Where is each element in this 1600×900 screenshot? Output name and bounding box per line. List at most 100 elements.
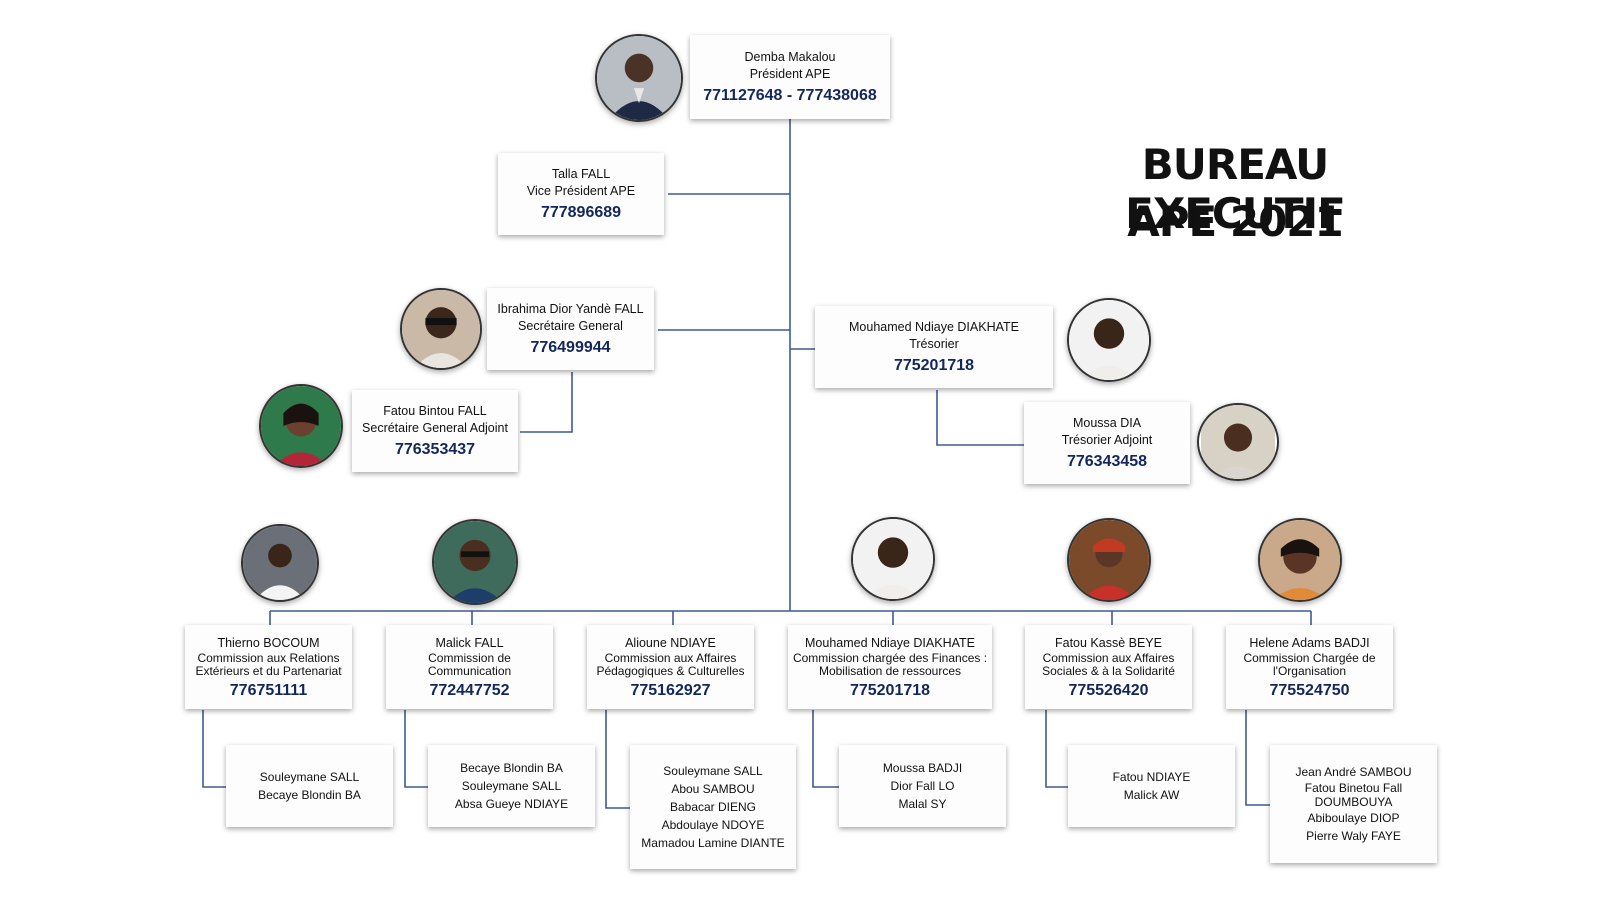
- members-connector-2: [404, 710, 430, 788]
- commission-6-members: Jean André SAMBOU Fatou Binetou Fall DOU…: [1270, 745, 1437, 863]
- member-name: Souleymane SALL: [259, 770, 360, 784]
- chart-title-line-1: BUREAU EXECUTIF: [1125, 140, 1346, 238]
- deputy-secretary-phone: 776353437: [394, 441, 476, 458]
- member-name: Souleymane SALL: [461, 779, 562, 793]
- commission-5-members: Fatou NDIAYE Malick AW: [1068, 745, 1235, 827]
- commission-4-title-line2: Mobilisation de ressources: [818, 663, 962, 678]
- secretary-general-role: Secrétaire General: [518, 319, 623, 333]
- member-name: Malick AW: [1123, 788, 1180, 802]
- president-card: Demba Makalou Président APE 771127648 - …: [690, 35, 890, 119]
- president-role: Président APE: [749, 67, 831, 81]
- deputy-treasurer-role: Trésorier Adjoint: [1061, 433, 1153, 447]
- members-connector-1: [202, 710, 228, 788]
- commission-5-title-line1: Commission aux Affaires: [1042, 650, 1175, 665]
- member-name: Becaye Blondin BA: [460, 761, 563, 775]
- deputy-treasurer-avatar: [1197, 403, 1279, 481]
- president-phone: 771127648 - 777438068: [703, 87, 877, 104]
- commission-4-title-line1: Commission chargée des Finances :: [792, 650, 988, 665]
- commission-2-card: Malick FALL Commission de Communication …: [386, 625, 553, 709]
- commission-4-card: Mouhamed Ndiaye DIAKHATE Commission char…: [788, 625, 992, 709]
- commission-2-phone: 772447752: [429, 681, 510, 699]
- deputy-secretary-card: Fatou Bintou FALL Secrétaire General Adj…: [352, 390, 518, 472]
- commission-1-card: Thierno BOCOUM Commission aux Relations …: [185, 625, 352, 709]
- member-name: Mamadou Lamine DIANTE: [641, 836, 785, 850]
- member-name: Malal SY: [898, 797, 947, 811]
- commission-3-head: Alioune NDIAYE: [625, 635, 716, 650]
- member-name: Dior Fall LO: [890, 779, 955, 793]
- secretary-general-phone: 776499944: [530, 339, 611, 356]
- commission-3-title-line2: Pédagogiques & Culturelles: [596, 663, 745, 678]
- deputy-treasurer-card: Moussa DIA Trésorier Adjoint 776343458: [1024, 402, 1190, 484]
- member-name: Fatou Binetou Fall: [1304, 781, 1403, 795]
- commission-5-phone: 775526420: [1068, 681, 1149, 699]
- commission-4-avatar: [851, 517, 935, 601]
- commission-3-title-line1: Commission aux Affaires: [604, 650, 737, 665]
- commission-5-head: Fatou Kassè BEYE: [1054, 635, 1162, 650]
- commission-6-head: Helene Adams BADJI: [1249, 635, 1370, 650]
- member-name: Becaye Blondin BA: [258, 788, 361, 802]
- member-name: Abiboulaye DIOP: [1307, 811, 1400, 825]
- member-name: DOUMBOUYA: [1314, 795, 1393, 809]
- treasurer-name: Mouhamed Ndiaye DIAKHATE: [849, 320, 1019, 334]
- commission-3-members: Souleymane SALL Abou SAMBOU Babacar DIEN…: [630, 745, 796, 869]
- commission-1-members: Souleymane SALL Becaye Blondin BA: [226, 745, 393, 827]
- commission-6-avatar: [1258, 518, 1342, 602]
- treasurer-card: Mouhamed Ndiaye DIAKHATE Trésorier 77520…: [815, 306, 1053, 388]
- commission-1-title-line2: Extérieurs et du Partenariat: [195, 663, 342, 678]
- deputy-treasurer-connector: [936, 390, 1028, 446]
- president-avatar: [595, 34, 683, 122]
- deputy-secretary-name: Fatou Bintou FALL: [383, 404, 487, 418]
- member-name: Absa Gueye NDIAYE: [454, 797, 569, 811]
- vice-president-role: Vice Président APE: [526, 184, 636, 198]
- treasurer-avatar: [1067, 298, 1151, 382]
- commission-2-members: Becaye Blondin BA Souleymane SALL Absa G…: [428, 745, 595, 827]
- secretary-general-name: Ibrahima Dior Yandè FALL: [497, 302, 644, 316]
- president-name: Demba Makalou: [744, 50, 836, 64]
- commission-6-title-line2: l'Organisation: [1273, 663, 1346, 678]
- members-connector-4: [812, 710, 841, 788]
- members-connector-3: [605, 710, 632, 809]
- member-name: Moussa BADJI: [882, 761, 963, 775]
- member-name: Abdoulaye NDOYE: [661, 818, 765, 832]
- deputy-treasurer-phone: 776343458: [1066, 453, 1148, 470]
- commission-5-avatar: [1067, 518, 1151, 602]
- commission-2-title-line1: Commission de: [428, 650, 511, 665]
- member-name: Pierre Waly FAYE: [1306, 829, 1401, 843]
- commission-1-title-line1: Commission aux Relations: [197, 650, 340, 665]
- vice-president-phone: 777896689: [540, 204, 622, 221]
- commission-1-avatar: [241, 524, 319, 602]
- secretary-general-card: Ibrahima Dior Yandè FALL Secrétaire Gene…: [487, 288, 654, 370]
- commission-6-phone: 775524750: [1269, 681, 1350, 699]
- member-name: Babacar DIENG: [669, 800, 757, 814]
- secretary-general-avatar: [400, 288, 482, 370]
- commission-4-members: Moussa BADJI Dior Fall LO Malal SY: [839, 745, 1006, 827]
- commission-3-card: Alioune NDIAYE Commission aux Affaires P…: [587, 625, 754, 709]
- treasurer-role: Trésorier: [909, 337, 959, 351]
- member-name: Abou SAMBOU: [671, 782, 755, 796]
- commission-1-phone: 776751111: [229, 681, 308, 699]
- member-name: Jean André SAMBOU: [1295, 765, 1412, 779]
- commission-1-head: Thierno BOCOUM: [217, 635, 320, 650]
- vice-president-card: Talla FALL Vice Président APE 777896689: [498, 153, 664, 235]
- deputy-secretary-role: Secrétaire General Adjoint: [362, 421, 508, 435]
- commission-5-title-line2: Sociales & à la Solidarité: [1042, 663, 1175, 678]
- treasurer-phone: 775201718: [893, 357, 975, 374]
- commission-5-card: Fatou Kassè BEYE Commission aux Affaires…: [1025, 625, 1192, 709]
- commission-2-title-line2: Communication: [427, 663, 512, 678]
- commission-2-head: Malick FALL: [435, 635, 504, 650]
- commission-6-title-line1: Commission Chargée de: [1243, 650, 1376, 665]
- commission-4-head: Mouhamed Ndiaye DIAKHATE: [805, 635, 975, 650]
- chart-title-line-2: APE 2021: [1127, 197, 1344, 246]
- commission-4-phone: 775201718: [849, 681, 931, 699]
- commission-2-avatar: [432, 519, 518, 605]
- deputy-sg-connector: [520, 372, 573, 433]
- members-connector-5: [1045, 710, 1070, 788]
- member-name: Souleymane SALL: [663, 764, 763, 778]
- commission-3-phone: 775162927: [630, 681, 711, 699]
- members-connector-6: [1245, 710, 1272, 806]
- deputy-secretary-avatar: [259, 384, 343, 468]
- deputy-treasurer-name: Moussa DIA: [1072, 416, 1142, 430]
- member-name: Fatou NDIAYE: [1112, 770, 1191, 784]
- vice-president-name: Talla FALL: [551, 167, 611, 181]
